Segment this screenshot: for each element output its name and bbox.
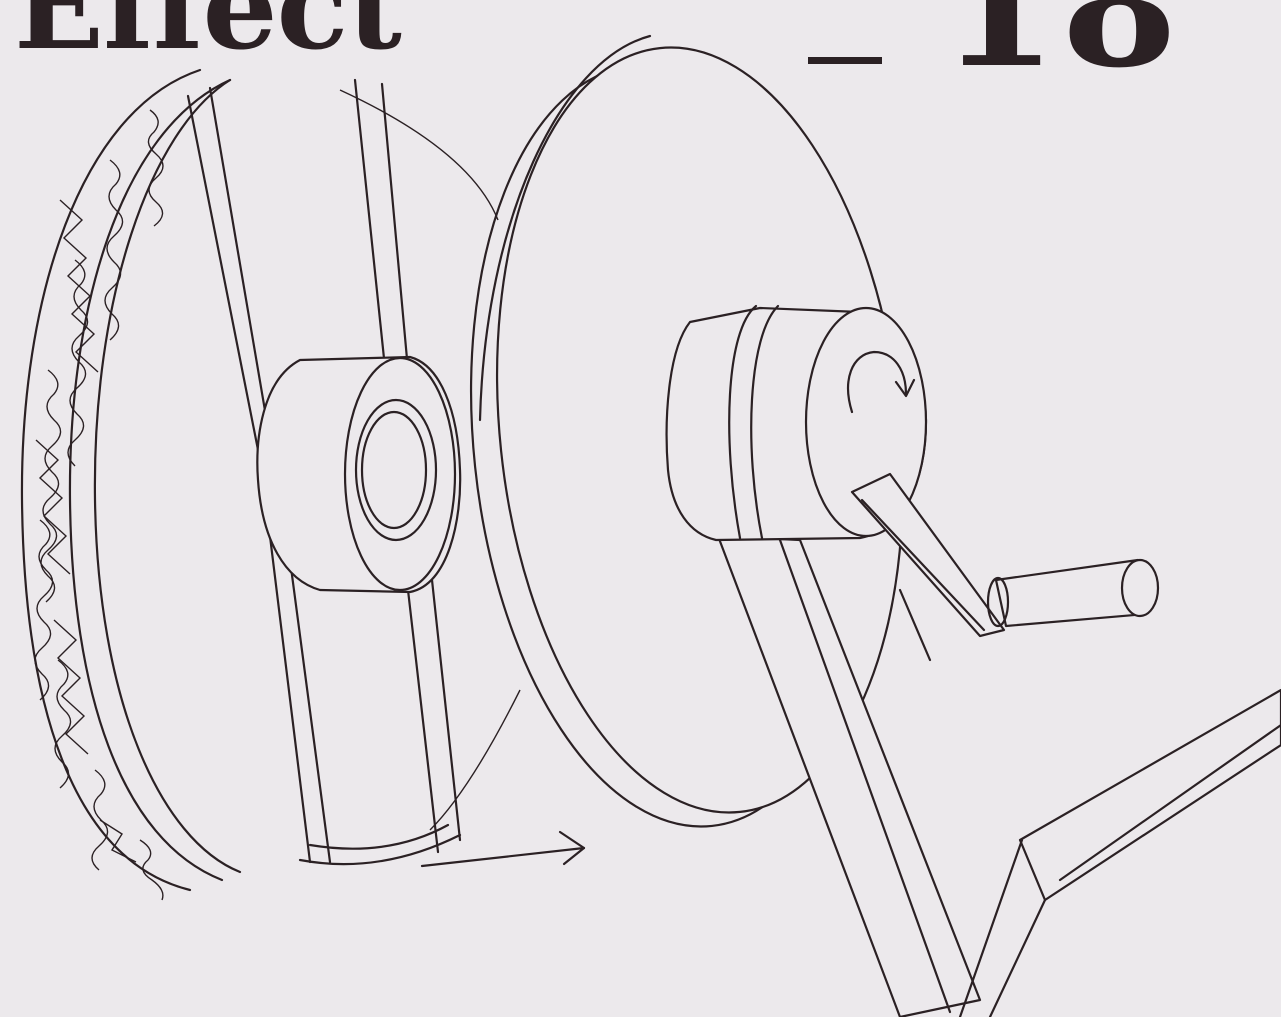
textured-disc-rib-right-lower-inner [432,580,460,840]
crank-handle-end [1122,560,1158,616]
crank-support-base-edge [960,840,1022,1017]
crank-support-base-arm [1020,690,1281,900]
textured-disc-hub-bore-outer [356,400,436,540]
textured-disc-rib-right-upper-outer [355,80,385,368]
textured-disc-back-edge-lower [430,690,520,830]
textured-disc-rib-left-upper-inner [210,88,270,440]
textured-disc-rib-right-upper-inner [382,84,408,370]
textured-disc-rib-right-lower-outer [408,590,438,852]
textured-disc-face-edge [95,80,240,872]
motion-arrow [422,832,584,866]
textured-disc-outer-rim [22,70,200,890]
textured-disc-rib-left-upper-outer [188,96,262,470]
textured-disc [22,70,520,900]
crank-support-base-edge-inner [990,900,1045,1017]
textured-disc-rib-left-lower-inner [290,560,330,862]
textured-disc-knurl-cross [36,200,136,862]
textured-disc-lower-rim-inner [310,825,448,849]
crank-shaft-back [900,590,930,660]
motion-arrow-shaft [422,848,584,866]
